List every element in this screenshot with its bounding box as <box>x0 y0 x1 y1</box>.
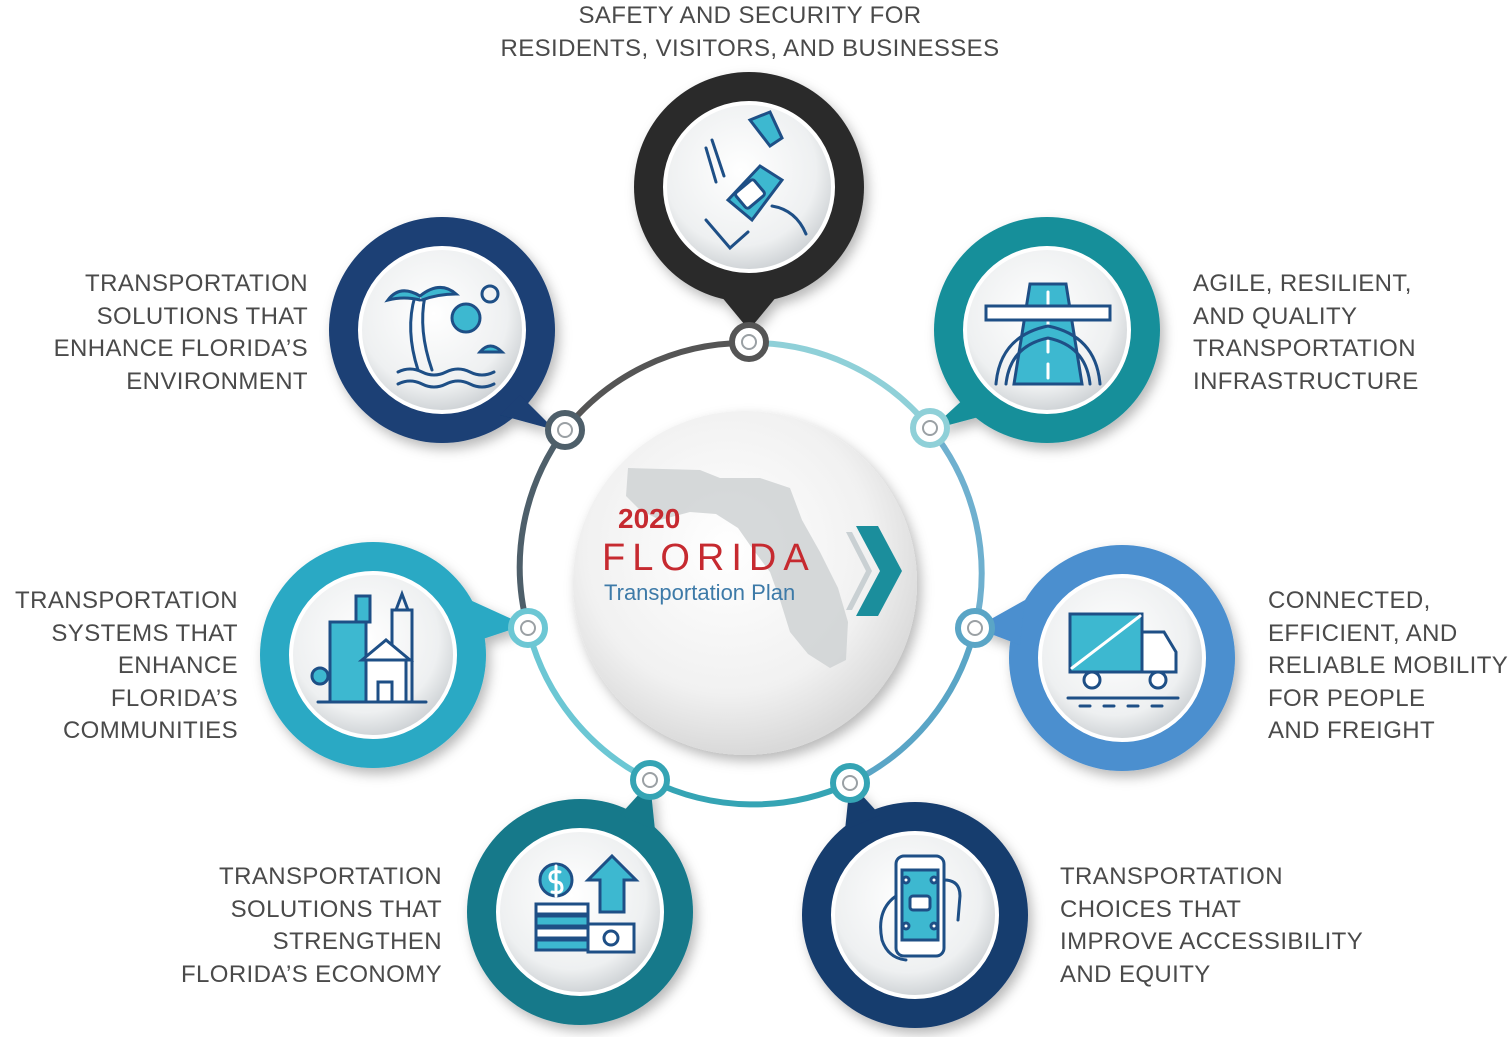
goal-node-communities <box>260 542 548 768</box>
goal-label-line: SAFETY AND SECURITY FOR <box>578 2 922 29</box>
chevron-right-icon <box>856 526 902 616</box>
seatbelt-icon <box>704 110 808 251</box>
goal-label-line: TRANSPORTATION <box>219 863 442 890</box>
goal-label-line: CHOICES THAT <box>1060 895 1242 923</box>
goal-label-line: INFRASTRUCTURE <box>1193 367 1419 395</box>
goal-label-line: STRENGTHEN <box>272 928 442 955</box>
plan-year: 2020 <box>618 503 680 534</box>
goal-label-line: SYSTEMS THAT <box>51 619 238 647</box>
goal-label-line: RELIABLE MOBILITY <box>1268 652 1509 679</box>
goal-node-environment <box>329 217 585 450</box>
money-growth-icon <box>534 853 640 954</box>
goal-label-line: FLORIDA’S ECONOMY <box>180 960 442 988</box>
plan-state: FLORIDA <box>602 537 816 579</box>
goal-label-line: FOR PEOPLE <box>1268 684 1426 712</box>
goal-label-line: COMMUNITIES <box>62 717 238 744</box>
goal-label-line: ENHANCE FLORIDA’S <box>53 335 308 362</box>
connector-ring <box>516 339 985 808</box>
palm-tree-beach-icon <box>384 284 506 389</box>
goal-node-infrastructure <box>910 217 1160 448</box>
center-plan-logo: 2020 FLORIDA Transportation Plan <box>573 411 917 755</box>
goal-label-line: TRANSPORTATION <box>85 270 308 297</box>
goal-label-line: IMPROVE ACCESSIBILITY <box>1060 928 1364 955</box>
goal-label-line: RESIDENTS, VISITORS, AND BUSINESSES <box>500 34 1000 62</box>
goal-label-line: SOLUTIONS THAT <box>96 302 308 330</box>
goal-label-equity: TRANSPORTATION CHOICES THAT IMPROVE ACCE… <box>1060 861 1363 991</box>
goal-label-line: FLORIDA’S <box>110 684 238 712</box>
goal-node-mobility <box>955 545 1235 771</box>
goal-label-line: AND FREIGHT <box>1268 717 1436 744</box>
goal-node-equity <box>802 763 1028 1028</box>
goal-node-safety <box>634 72 864 362</box>
goal-label-infrastructure: AGILE, RESILIENT, AND QUALITY TRANSPORTA… <box>1193 268 1419 398</box>
goal-label-line: AND QUALITY <box>1193 302 1358 330</box>
goal-label-line: EFFICIENT, AND <box>1268 619 1458 647</box>
city-buildings-icon <box>310 589 428 704</box>
goal-label-line: ENVIRONMENT <box>126 367 308 395</box>
goal-label-line: AND EQUITY <box>1060 960 1211 988</box>
goal-label-mobility: CONNECTED, EFFICIENT, AND RELIABLE MOBIL… <box>1268 585 1508 748</box>
plan-subtitle: Transportation Plan <box>604 580 795 605</box>
goal-node-economy <box>467 760 693 1025</box>
goal-label-environment: TRANSPORTATION SOLUTIONS THAT ENHANCE FL… <box>10 268 308 398</box>
highway-overpass-icon <box>984 282 1112 386</box>
goal-label-line: SOLUTIONS THAT <box>230 895 442 923</box>
delivery-truck-icon <box>1066 612 1180 708</box>
goal-label-economy: TRANSPORTATION SOLUTIONS THAT STRENGTHEN… <box>120 861 442 991</box>
goal-label-line: TRANSPORTATION <box>1060 863 1283 890</box>
goal-label-line: AGILE, RESILIENT, <box>1193 270 1412 297</box>
goal-label-line: CONNECTED, <box>1268 587 1431 614</box>
phone-rideshare-icon <box>879 854 962 962</box>
goal-label-line: ENHANCE <box>117 652 238 679</box>
goal-label-communities: TRANSPORTATION SYSTEMS THAT ENHANCE FLOR… <box>0 585 238 748</box>
goal-label-line: TRANSPORTATION <box>1193 335 1416 362</box>
goal-label-line: TRANSPORTATION <box>15 587 238 614</box>
florida-map-icon <box>626 468 848 668</box>
goal-label-safety: SAFETY AND SECURITY FOR RESIDENTS, VISIT… <box>380 0 1120 65</box>
